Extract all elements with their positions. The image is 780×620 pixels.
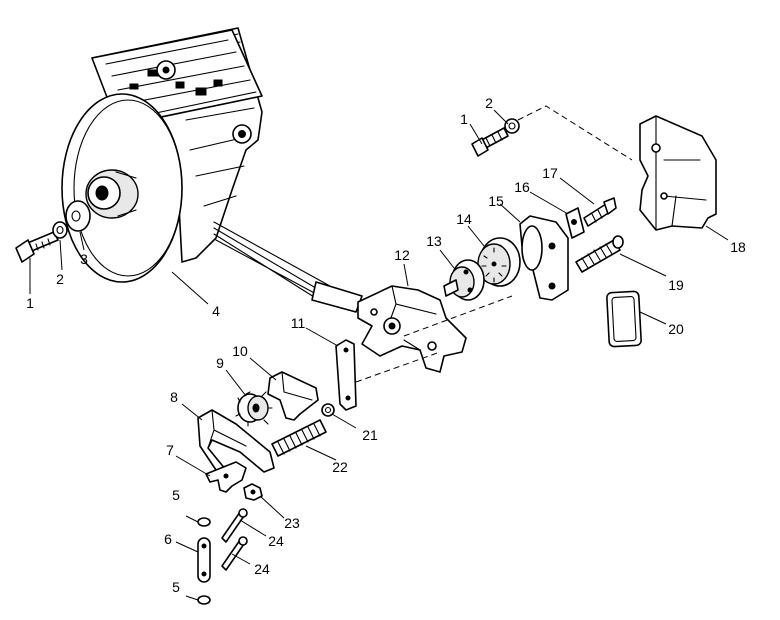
part-2-washer-left [52, 221, 68, 239]
part-13-motor [443, 259, 485, 301]
part-20-gasket [606, 290, 642, 348]
callout-15: 15 [488, 193, 504, 209]
part-2-washer-top [504, 118, 520, 134]
part-18-cover [639, 115, 717, 231]
callout-1-left: 1 [26, 295, 34, 311]
callout-19: 19 [668, 277, 684, 293]
part-16-clip [565, 207, 585, 239]
callout-24-top: 24 [268, 533, 284, 549]
part-12-bracket [357, 285, 467, 373]
part-6-pin [197, 537, 211, 583]
callout-22: 22 [332, 459, 348, 475]
part-22-spring [271, 419, 327, 457]
callout-16: 16 [514, 179, 530, 195]
part-23-nut [243, 483, 263, 501]
callout-7: 7 [166, 442, 174, 458]
callout-20: 20 [668, 321, 684, 337]
part-19-spring [575, 235, 624, 273]
callout-13: 13 [426, 233, 442, 249]
callout-2-top: 2 [485, 95, 493, 111]
callout-11: 11 [291, 315, 306, 331]
part-14-dial [477, 237, 521, 287]
callout-3: 3 [80, 251, 88, 267]
callout-24-bottom: 24 [254, 561, 270, 577]
leader-lines [29, 109, 729, 601]
callout-23: 23 [284, 515, 300, 531]
callout-6: 6 [164, 531, 172, 547]
part-3-washer [65, 200, 91, 232]
part-9-gear [235, 391, 273, 427]
part-17-bolt [583, 197, 617, 227]
callout-1-top: 1 [460, 111, 468, 127]
part-11-lever [335, 339, 357, 411]
part-21-nut [321, 403, 335, 417]
part-5-ring-top [197, 517, 211, 527]
part-1-bolt-left [15, 231, 59, 263]
callout-labels: 1 2 3 4 1 2 5 5 6 7 8 9 10 11 12 13 14 1… [26, 95, 746, 595]
callout-5-top: 5 [172, 487, 180, 503]
callout-5-bottom: 5 [172, 579, 180, 595]
drive-shaft [213, 221, 363, 313]
callout-9: 9 [216, 355, 224, 371]
alignment-lines [355, 105, 633, 383]
part-15-block [519, 215, 569, 301]
part-4-housing-flywheel [61, 27, 263, 283]
callout-14: 14 [456, 211, 472, 227]
callout-2-left: 2 [56, 271, 64, 287]
callout-12: 12 [394, 247, 410, 263]
callout-8: 8 [170, 389, 178, 405]
part-5-ring-bottom [197, 595, 211, 605]
part-10-plate [267, 371, 319, 421]
callout-4: 4 [212, 303, 220, 319]
part-7-link [205, 461, 247, 493]
callout-18: 18 [730, 239, 746, 255]
callout-21: 21 [362, 427, 378, 443]
callout-10: 10 [232, 343, 248, 359]
part-24-screw-top [221, 508, 248, 543]
callout-17: 17 [542, 165, 558, 181]
part-1-bolt-top [471, 127, 509, 157]
